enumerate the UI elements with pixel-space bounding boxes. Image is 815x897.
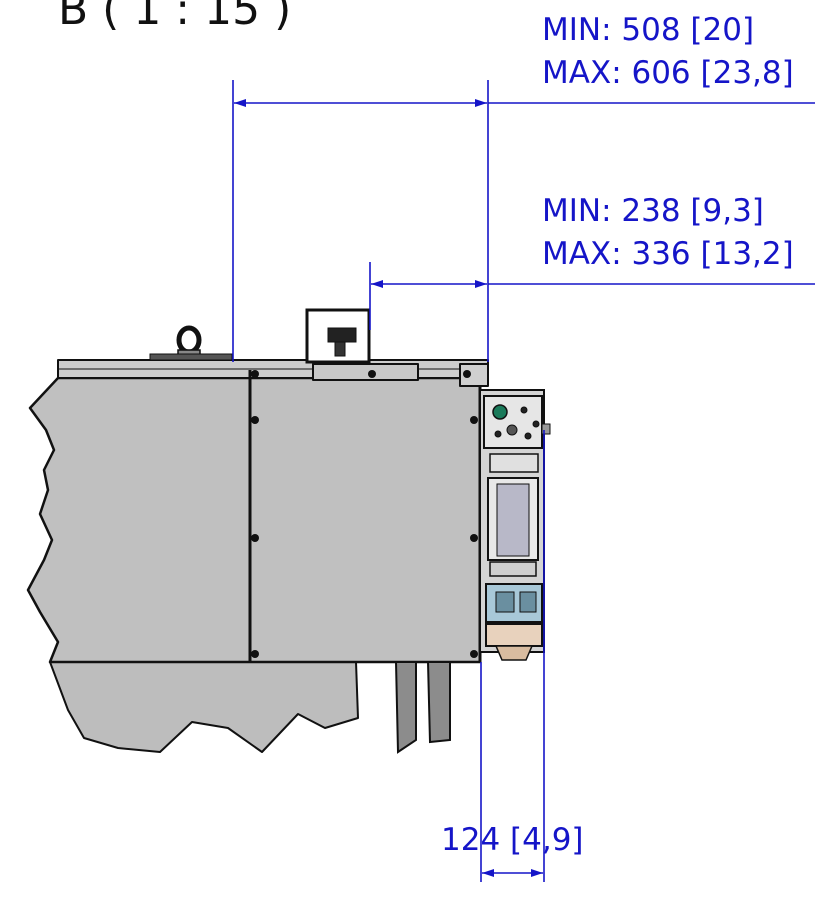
- bolt: [251, 416, 259, 424]
- bolt: [470, 534, 478, 542]
- bolt: [463, 370, 471, 378]
- side-unit: [479, 389, 551, 661]
- bolt: [368, 370, 376, 378]
- overall-max-label: MAX: 606 [23,8]: [542, 55, 794, 91]
- lower-housing: [49, 661, 359, 753]
- view-label: B ( 1 : 15 ): [58, 0, 292, 35]
- machine-body: [26, 359, 489, 753]
- main-enclosure: [26, 376, 482, 664]
- bolt: [251, 534, 259, 542]
- offset-min-label: MIN: 238 [9,3]: [542, 193, 764, 229]
- fasteners: [251, 370, 478, 658]
- top-bracket: [305, 308, 371, 364]
- nozzle-tip: [494, 645, 534, 661]
- offset-max-label: MAX: 336 [13,2]: [542, 236, 794, 272]
- bottom-pipes: [394, 661, 451, 754]
- width-label: 124 [4,9]: [441, 822, 584, 858]
- bolt: [251, 650, 259, 658]
- lifting-eye: [149, 325, 233, 361]
- overall-min-label: MIN: 508 [20]: [542, 12, 755, 48]
- end-cap: [459, 363, 489, 387]
- dimension-lines: [232, 80, 815, 882]
- top-plate: [312, 363, 419, 381]
- control-head: [483, 395, 543, 449]
- nozzle-base: [485, 623, 543, 647]
- bolt: [470, 416, 478, 424]
- bolt: [470, 650, 478, 658]
- bolt: [251, 370, 259, 378]
